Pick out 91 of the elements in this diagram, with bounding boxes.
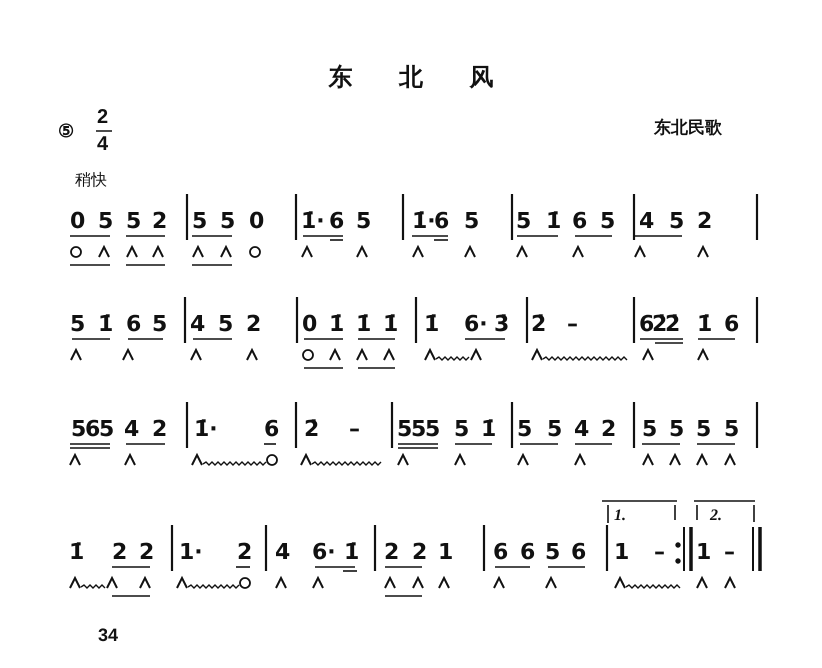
note: 5 (545, 542, 560, 564)
note: 5 (192, 211, 208, 233)
note: 2̇ (652, 314, 668, 336)
note: 6 (639, 314, 654, 336)
source-note: 东北民歌 (654, 119, 722, 136)
volta-number: 2. (710, 508, 722, 524)
title: 东 北 风 (327, 66, 495, 90)
note: 6 (85, 419, 100, 441)
note: 1· (179, 542, 203, 564)
page-number: 34 (98, 626, 118, 644)
note: – (724, 542, 735, 564)
note: 1̇ (383, 314, 398, 336)
note: 5 (220, 211, 236, 233)
note: 2 (697, 211, 712, 233)
note: 5 (152, 314, 168, 336)
note: 5 (669, 211, 684, 233)
note: 2 (139, 542, 154, 564)
time-signature-number: 4 (97, 134, 108, 154)
note: 5 (669, 419, 684, 441)
note: 5 (99, 419, 114, 441)
note: 5 (516, 211, 532, 233)
note: 6· (312, 542, 336, 564)
note: 0 (302, 314, 318, 336)
note: 5 (724, 419, 740, 441)
note: 2̇ (665, 314, 680, 336)
note: 5 (547, 419, 562, 441)
note: 5 (454, 419, 470, 441)
note: 5 (464, 211, 480, 233)
note: 2 (246, 314, 262, 336)
note: 6 (571, 542, 586, 564)
note: 5 (218, 314, 234, 336)
note: 2 (112, 542, 128, 564)
note: 6 (572, 211, 588, 233)
note: 1̇ (697, 314, 712, 336)
note: 2̇ (531, 314, 546, 336)
note: 0 (70, 211, 86, 233)
note: 3̇ (494, 314, 510, 336)
note: – (654, 542, 665, 564)
note: 2 (384, 542, 400, 564)
note: 6 (434, 211, 450, 233)
note: 5 (425, 419, 440, 441)
note: 2 (152, 419, 168, 441)
note: 6· (464, 314, 488, 336)
note: 5 (517, 419, 532, 441)
time-signature-number: 2 (97, 107, 108, 127)
note: 1̇· (194, 419, 218, 441)
note: 5 (356, 211, 372, 233)
note: 6 (493, 542, 508, 564)
note: 6 (264, 419, 280, 441)
note: 1̇ (481, 419, 496, 441)
note: – (567, 314, 578, 336)
note: 1̇ (546, 211, 562, 233)
note: 4 (124, 419, 140, 441)
note: 1̇ (356, 314, 372, 336)
note: 6 (520, 542, 536, 564)
volta-number: 1. (614, 508, 626, 524)
note: 2 (152, 211, 168, 233)
note: 1̇ (98, 314, 114, 336)
note: 4 (190, 314, 206, 336)
note: 5 (71, 419, 86, 441)
note: 1 (696, 542, 712, 564)
note: 6 (724, 314, 740, 336)
note: 2 (237, 542, 252, 564)
note: 5 (126, 211, 142, 233)
note: 6 (126, 314, 142, 336)
note: 6 (329, 211, 344, 233)
note: 4 (574, 419, 590, 441)
note: 1̇ (69, 542, 84, 564)
note: 5 (98, 211, 114, 233)
tempo-marking: 稍快 (75, 173, 107, 189)
note: 1̇· (412, 211, 436, 233)
note: 2 (601, 419, 616, 441)
note: 1̇ (329, 314, 344, 336)
note: 1 (614, 542, 630, 564)
note: 5 (642, 419, 658, 441)
note: 5 (600, 211, 616, 233)
note: 5 (411, 419, 426, 441)
note: 0 (249, 211, 264, 233)
note: 5 (397, 419, 412, 441)
note: 1̇· (301, 211, 325, 233)
note: 4 (275, 542, 290, 564)
note: 4 (639, 211, 654, 233)
note: 1̇ (424, 314, 440, 336)
note: 1̇ (344, 542, 360, 564)
circled-number: ⑤ (58, 122, 74, 140)
note: – (349, 419, 360, 441)
note: 5 (70, 314, 86, 336)
note: 5 (696, 419, 712, 441)
note: 2 (412, 542, 428, 564)
note: 1 (438, 542, 454, 564)
note: 2̇ (304, 419, 320, 441)
